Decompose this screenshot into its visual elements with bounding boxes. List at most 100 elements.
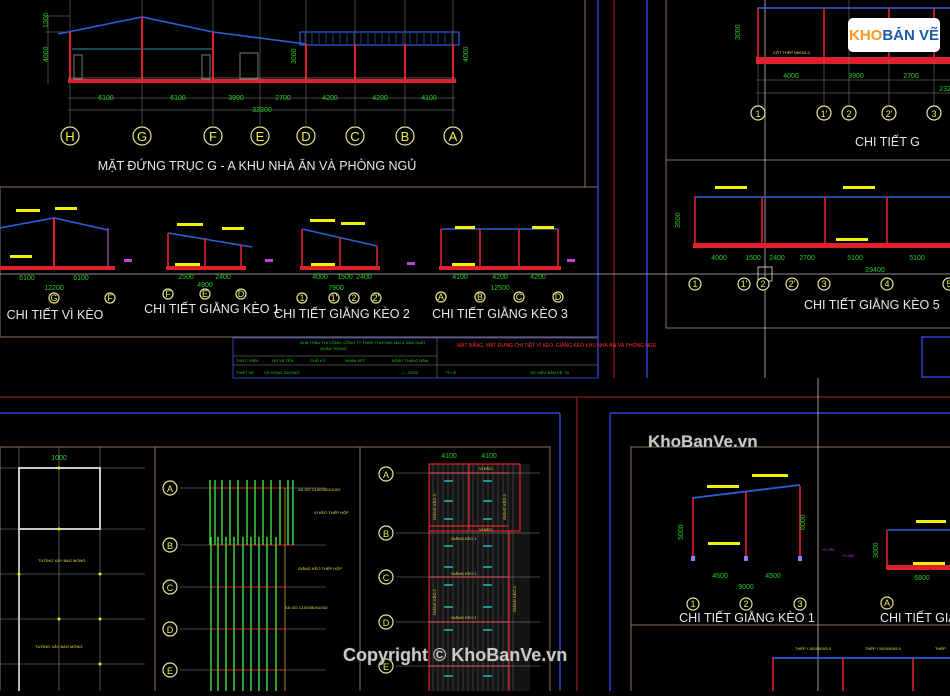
svg-text:4500: 4500 [765, 573, 781, 580]
svg-text:4: 4 [884, 279, 889, 289]
svg-text:NGÀY THÁNG NĂM: NGÀY THÁNG NĂM [392, 358, 428, 363]
svg-text:6100: 6100 [19, 275, 35, 282]
svg-text:D: D [555, 292, 562, 302]
dim-total: 32300 [252, 107, 272, 114]
svg-text:E: E [256, 129, 265, 144]
svg-text:E: E [383, 662, 389, 672]
svg-text:29400: 29400 [865, 267, 885, 274]
svg-text:H: H [65, 129, 74, 144]
svg-text:7900: 7900 [328, 285, 344, 292]
svg-text:E: E [167, 666, 173, 676]
top-right-detail: CỘT THÉP D60X3.2 3000 4000 3900 2700 232… [735, 0, 950, 149]
svg-text:4500: 4500 [712, 573, 728, 580]
svg-text:XÀ GỒ C100X50X10X2: XÀ GỒ C100X50X10X2 [285, 605, 328, 610]
svg-text:C: C [383, 573, 390, 583]
dim-height: 4000 [43, 46, 50, 62]
svg-text:1: 1 [692, 279, 697, 289]
svg-text:2700: 2700 [903, 73, 919, 80]
svg-text:D: D [238, 289, 245, 299]
dim-span-fe: 3900 [228, 95, 244, 102]
svg-text:A: A [884, 598, 890, 608]
svg-text:5100: 5100 [847, 255, 863, 262]
svg-text:1': 1' [821, 109, 828, 119]
svg-text:3000: 3000 [873, 542, 880, 558]
svg-text:3500: 3500 [675, 212, 682, 228]
svg-text:E: E [202, 289, 208, 299]
title-block: NHÀ THẦU THI CÔNG: CÔNG TY TNHH THƯƠNG M… [232, 337, 657, 379]
bracing-plan: A B C D E 4100 4100 VÌ KÈO VÌ KÈO GIẰNG … [378, 453, 540, 691]
khobanve-logo: KHO BẢN VẼ [848, 18, 940, 52]
dim-height: 3000 [291, 48, 298, 64]
svg-text:9000: 9000 [738, 584, 754, 591]
svg-text:A: A [383, 470, 389, 480]
dim-span-ed: 2700 [275, 95, 291, 102]
svg-text:1000: 1000 [51, 455, 67, 462]
svg-text:D: D [383, 618, 390, 628]
detail-title-chi-tiet-g: CHI TIẾT G [855, 134, 920, 149]
svg-text:2: 2 [846, 109, 851, 119]
svg-text:F: F [107, 293, 113, 303]
svg-text:MẶT BẰNG, MẶT ĐỨNG CHI TIẾT VÌ: MẶT BẰNG, MẶT ĐỨNG CHI TIẾT VÌ KÈO, GIẰN… [457, 341, 657, 349]
svg-text:A: A [449, 129, 458, 144]
elevation-axis-bubbles: H G F E D C B A [60, 126, 463, 146]
lower-right-detail: 5000 6000 +0.750 +0.400 4500 4500 9000 1… [678, 474, 950, 691]
svg-text:THỰC HIỆN: THỰC HIỆN [236, 358, 258, 363]
svg-text:TỶ LỆ: TỶ LỆ [445, 370, 456, 375]
svg-text:HỌ VÀ TÊN: HỌ VÀ TÊN [272, 358, 294, 363]
roof-truss-plan: A B C D E XÀ GỒ C100X50X10X2 VÌ KÈO THÉP… [162, 480, 349, 691]
svg-text:4000: 4000 [711, 255, 727, 262]
svg-text:GIẰNG KÈO 1: GIẰNG KÈO 1 [451, 615, 478, 620]
bracing-axis-bubbles: A B C D E [378, 466, 394, 674]
svg-text:G: G [50, 293, 57, 303]
svg-text:4000: 4000 [783, 73, 799, 80]
svg-text:5: 5 [946, 279, 950, 289]
detail-title-giang-keo-1: CHI TIẾT GIẰNG KÈO 1 [144, 301, 280, 316]
svg-text:1500: 1500 [745, 255, 761, 262]
svg-text:4100: 4100 [441, 453, 457, 460]
svg-text:4900: 4900 [197, 282, 213, 289]
dim-height: 4000 [463, 46, 470, 62]
svg-text:3: 3 [797, 599, 802, 609]
svg-text:NHÀ THẦU THI CÔNG: CÔNG TY TNH: NHÀ THẦU THI CÔNG: CÔNG TY TNHH THƯƠNG M… [300, 340, 426, 345]
svg-text:2: 2 [743, 599, 748, 609]
truss-axis-bubbles: A B C D E [162, 480, 178, 678]
svg-text:A: A [438, 292, 444, 302]
dim-span-ba: 4100 [421, 95, 437, 102]
svg-text:5100: 5100 [909, 255, 925, 262]
svg-text:C: C [516, 292, 523, 302]
svg-text:3: 3 [821, 279, 826, 289]
detail-title-giang-keo-3: CHI TIẾT GIẰNG KÈO 3 [432, 306, 568, 321]
svg-text:4200: 4200 [530, 274, 546, 281]
dim-span-hg: 6100 [98, 95, 114, 102]
svg-text:GIẰNG KÈO 3: GIẰNG KÈO 3 [502, 493, 507, 520]
giang-keo-5-detail: 3500 4000 1500 2400 2700 5100 5100 29400… [675, 186, 950, 312]
svg-text:C: C [350, 129, 359, 144]
svg-text:2: 2 [351, 293, 356, 303]
svg-text:NHẬN XÉT: NHẬN XÉT [345, 358, 366, 363]
svg-text:CHỮ KÝ: CHỮ KÝ [310, 358, 326, 363]
svg-text:CỘT THÉP D60X3.2: CỘT THÉP D60X3.2 [773, 50, 810, 55]
svg-text:XÀ GỒ C100X50X10X2: XÀ GỒ C100X50X10X2 [298, 487, 341, 492]
svg-text:C: C [167, 583, 174, 593]
detail-title-giang-keo-1-lower: CHI TIẾT GIẰNG KÈO 1 [679, 610, 815, 625]
svg-text:VÌ KÈO: VÌ KÈO [479, 527, 492, 532]
copyright-watermark: Copyright © KhoBanVe.vn [343, 645, 568, 665]
svg-text:2: 2 [760, 279, 765, 289]
svg-text:B: B [477, 292, 483, 302]
detail-title-giang-keo-2: CHI TIẾT GIẰNG KÈO 2 [274, 306, 410, 321]
svg-text:4000: 4000 [312, 274, 328, 281]
svg-text:VÌ KÈO THÉP HỘP: VÌ KÈO THÉP HỘP [314, 510, 349, 515]
svg-text:B: B [401, 129, 410, 144]
svg-text:D: D [167, 625, 174, 635]
svg-text:+0.750: +0.750 [822, 547, 835, 552]
svg-text:GIẰNG KÈO 2: GIẰNG KÈO 2 [432, 588, 437, 615]
svg-text:2': 2' [789, 279, 796, 289]
svg-text:GIẰNG KÈO THÉP HỘP: GIẰNG KÈO THÉP HỘP [298, 566, 342, 571]
svg-text:4200: 4200 [492, 274, 508, 281]
svg-text:+0.400: +0.400 [842, 553, 855, 558]
svg-text:CHI TIẾT GIẰNG K: CHI TIẾT GIẰNG K [880, 610, 950, 625]
svg-text:TƯỜNG XÂY BAO MÓNG: TƯỜNG XÂY BAO MÓNG [35, 644, 82, 649]
elevation-title: MẶT ĐỨNG TRỤC G - A KHU NHÀ ĂN VÀ PHÒNG … [98, 158, 417, 173]
details-row: 6100 6100 12200 G F CHI TIẾT VÌ KÈO 2500… [0, 207, 575, 322]
